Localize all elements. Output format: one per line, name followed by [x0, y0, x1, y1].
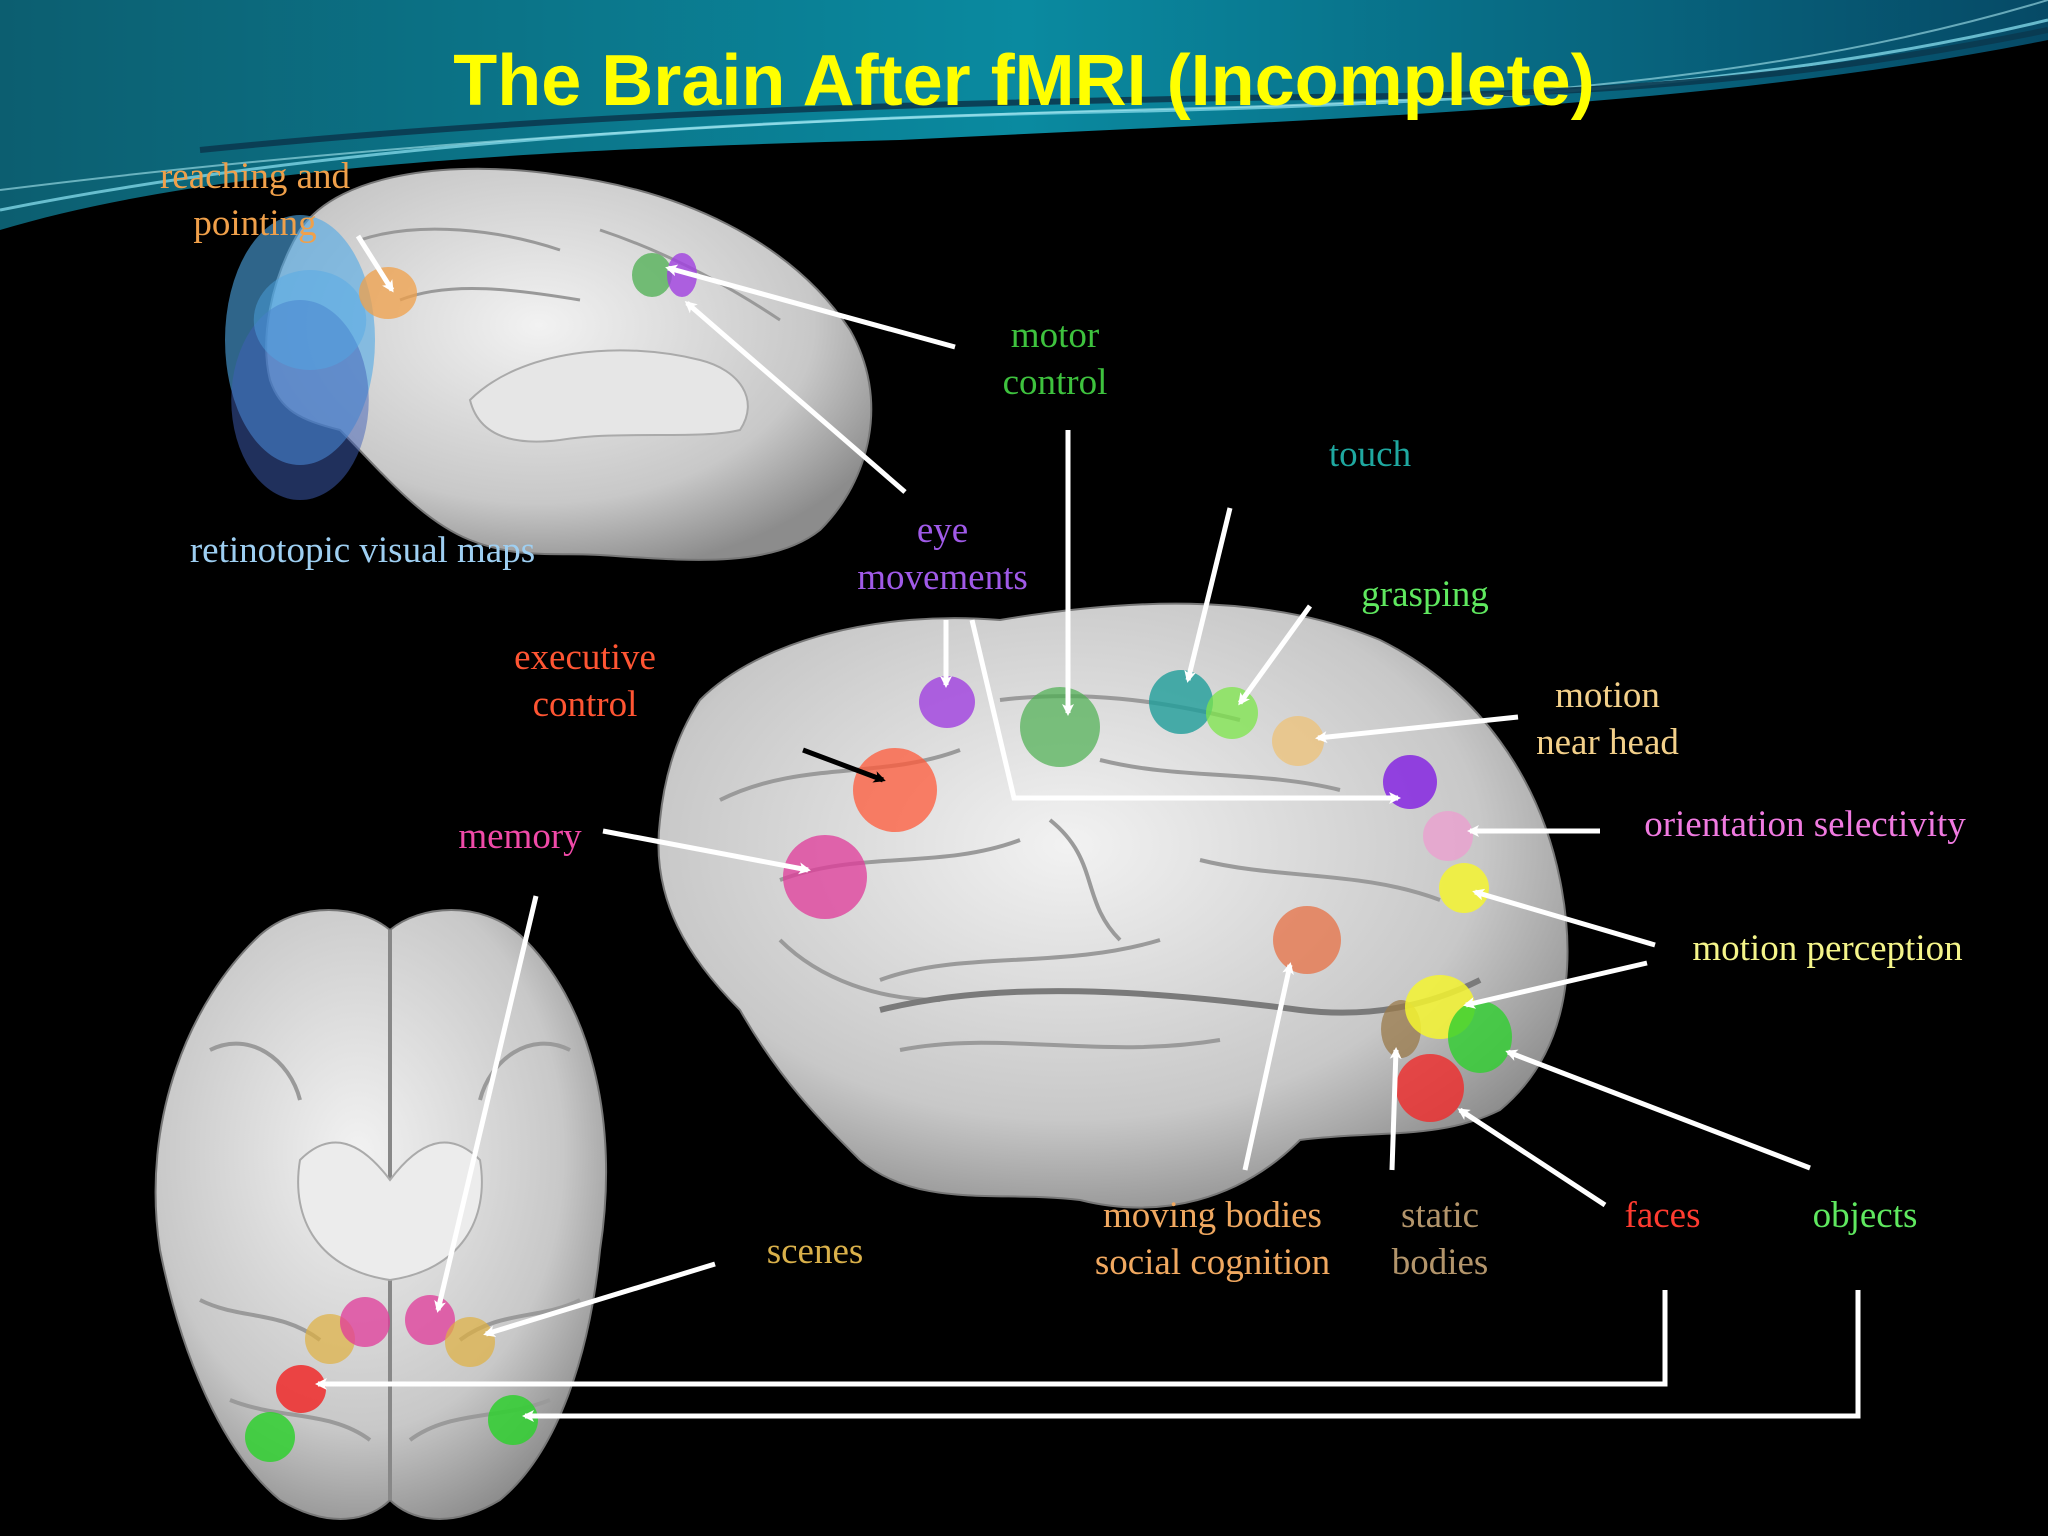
orientation-region	[1423, 811, 1473, 861]
label-motor: motor control	[955, 312, 1155, 406]
medial-brain	[265, 167, 873, 561]
label-motor-line2: control	[1002, 362, 1108, 403]
arrow-eye-medial	[684, 301, 907, 494]
arrow-scenes-ventral	[483, 1261, 716, 1338]
grasping-region	[1206, 687, 1258, 739]
faces-region-ventral	[276, 1365, 326, 1413]
label-motion-near-head: motion near head	[1510, 672, 1705, 766]
objects-region-ventral-left	[245, 1412, 295, 1462]
arrow-motion-perception-1	[1472, 888, 1656, 948]
arrow-motor-medial	[665, 264, 956, 350]
label-orientation-line1: orientation selectivity	[1644, 804, 1966, 845]
reaching-region	[359, 267, 417, 319]
label-moving-bodies-line2: social cognition	[1094, 1242, 1331, 1283]
label-eye-line2: movements	[857, 557, 1028, 598]
motion-near-head-region	[1272, 716, 1324, 766]
faces-region-lateral	[1396, 1054, 1464, 1122]
retinotopic-region-band	[231, 300, 369, 500]
label-static-bodies-line2: bodies	[1391, 1242, 1489, 1283]
label-motion-near-head-line1: motion	[1555, 675, 1660, 716]
connector-faces-ventral	[315, 1290, 1668, 1390]
arrow-memory	[602, 828, 811, 875]
motor-region-medial	[632, 253, 672, 297]
motor-region-lateral	[1020, 687, 1100, 767]
label-objects: objects	[1785, 1192, 1945, 1239]
label-scenes: scenes	[735, 1228, 895, 1275]
ventral-brain	[154, 909, 608, 1520]
label-eye: eye movements	[830, 507, 1055, 601]
label-retinotopic: retinotopic visual maps	[140, 527, 585, 574]
label-reaching-line1: reaching and	[159, 156, 351, 197]
arrow-motion-perception-2	[1463, 960, 1648, 1009]
arrow-memory-ventral	[434, 895, 539, 1313]
label-motion-near-head-line2: near head	[1536, 722, 1679, 763]
label-executive-line1: executive	[514, 637, 656, 678]
arrow-motion-near-head	[1315, 714, 1519, 744]
connector-eye-parietal	[969, 619, 1401, 804]
label-grasping-line1: grasping	[1361, 574, 1489, 615]
label-motion-perception-line1: motion perception	[1692, 928, 1963, 969]
memory-region-ventral-left	[340, 1297, 390, 1347]
label-motion-perception: motion perception	[1655, 925, 2000, 972]
label-faces: faces	[1590, 1192, 1735, 1239]
objects-region-lateral	[1448, 1001, 1512, 1073]
label-memory: memory	[440, 813, 600, 860]
retinotopic-region-band	[253, 270, 367, 370]
label-executive: executive control	[490, 634, 680, 728]
touch-region	[1149, 670, 1213, 734]
label-moving-bodies: moving bodies social cognition	[1060, 1192, 1365, 1286]
label-static-bodies-line1: static	[1400, 1195, 1480, 1236]
label-reaching: reaching and pointing	[110, 153, 400, 247]
label-orientation: orientation selectivity	[1605, 801, 2005, 848]
arrow-faces	[1457, 1107, 1607, 1208]
label-scenes-line1: scenes	[766, 1231, 864, 1272]
moving-bodies-region	[1273, 906, 1341, 974]
activation-regions	[225, 215, 1512, 1462]
eye-region-parietal	[1383, 755, 1437, 809]
arrow-touch	[1184, 507, 1233, 683]
eye-region-medial	[667, 253, 697, 297]
label-touch: touch	[1290, 431, 1450, 478]
label-faces-line1: faces	[1624, 1195, 1701, 1236]
eye-region-lateral	[919, 676, 975, 728]
label-moving-bodies-line1: moving bodies	[1103, 1195, 1322, 1236]
arrow-static-bodies	[1389, 1047, 1402, 1171]
label-executive-line2: control	[532, 684, 638, 725]
arrow-moving-bodies	[1242, 962, 1294, 1171]
scenes-region-ventral-right	[445, 1317, 495, 1367]
memory-region-lateral	[783, 835, 867, 919]
label-objects-line1: objects	[1812, 1195, 1918, 1236]
arrow-grasping	[1237, 604, 1313, 706]
label-retinotopic-line1: retinotopic visual maps	[189, 530, 536, 571]
label-eye-line1: eye	[916, 510, 969, 551]
page-title: The Brain After fMRI (Incomplete)	[453, 41, 1595, 121]
arrow-executive	[802, 747, 886, 783]
label-grasping: grasping	[1330, 571, 1520, 618]
motion-perception-region	[1439, 863, 1489, 913]
connector-objects-ventral	[522, 1290, 1861, 1422]
arrow-objects	[1505, 1049, 1811, 1171]
title-banner	[0, 0, 2048, 230]
label-static-bodies: static bodies	[1365, 1192, 1515, 1286]
label-motor-line1: motor	[1010, 315, 1100, 356]
label-touch-line1: touch	[1328, 434, 1412, 475]
executive-region	[853, 748, 937, 832]
arrows	[315, 234, 1861, 1422]
arrow-reaching	[355, 234, 395, 293]
label-memory-line1: memory	[458, 816, 582, 857]
label-reaching-line2: pointing	[193, 203, 317, 244]
objects-region-ventral-right	[488, 1395, 538, 1445]
